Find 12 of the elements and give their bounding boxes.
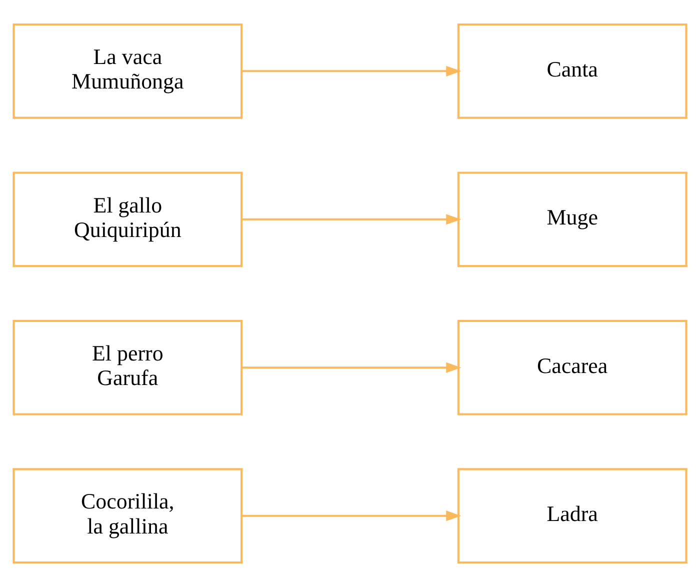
node-box: Canta <box>457 23 688 119</box>
arrow <box>242 510 462 522</box>
node-box: El perro Garufa <box>12 320 243 416</box>
node-box: La vaca Mumuñonga <box>12 23 243 119</box>
arrow <box>242 362 462 373</box>
node-box: Cocorilila, la gallina <box>12 468 243 564</box>
node-box: Muge <box>457 172 688 268</box>
arrow <box>242 66 462 76</box>
node-box: Ladra <box>457 468 688 564</box>
node-box: El gallo Quiquiripún <box>12 172 243 268</box>
node-box: Cacarea <box>457 320 688 416</box>
arrow <box>242 214 462 225</box>
